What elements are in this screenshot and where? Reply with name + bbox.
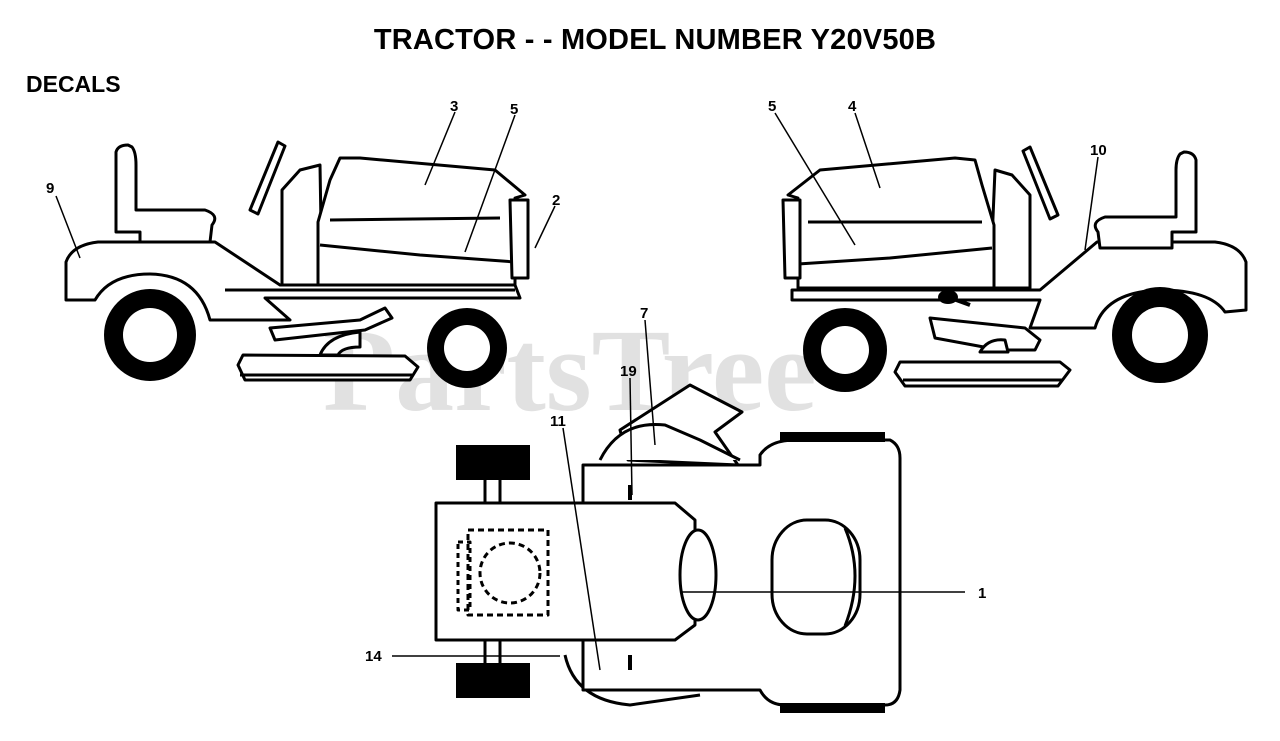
callout-3: 3 bbox=[450, 98, 458, 115]
tractor-left-view bbox=[64, 140, 530, 382]
callout-5-right: 5 bbox=[768, 98, 776, 115]
tractor-top-view bbox=[434, 383, 902, 713]
right-front-wheel bbox=[803, 308, 887, 392]
tractor-right-view bbox=[781, 145, 1248, 388]
page-title: TRACTOR - - MODEL NUMBER Y20V50B bbox=[373, 24, 937, 56]
callout-19: 19 bbox=[620, 363, 637, 380]
callout-2: 2 bbox=[552, 192, 560, 209]
callout-9: 9 bbox=[46, 180, 54, 197]
callout-10: 10 bbox=[1090, 142, 1107, 159]
section-label: DECALS bbox=[26, 71, 121, 97]
right-lever-knob bbox=[938, 290, 971, 307]
callout-4: 4 bbox=[848, 98, 857, 115]
callout-1: 1 bbox=[978, 585, 986, 602]
leader-lines bbox=[55, 111, 1099, 671]
right-rear-wheel bbox=[1112, 287, 1208, 383]
left-rear-wheel bbox=[104, 289, 196, 381]
callout-7: 7 bbox=[640, 305, 648, 322]
left-front-wheel bbox=[427, 308, 507, 388]
callout-14: 14 bbox=[365, 648, 382, 665]
callout-11: 11 bbox=[550, 413, 566, 430]
callout-5-left: 5 bbox=[510, 101, 518, 118]
